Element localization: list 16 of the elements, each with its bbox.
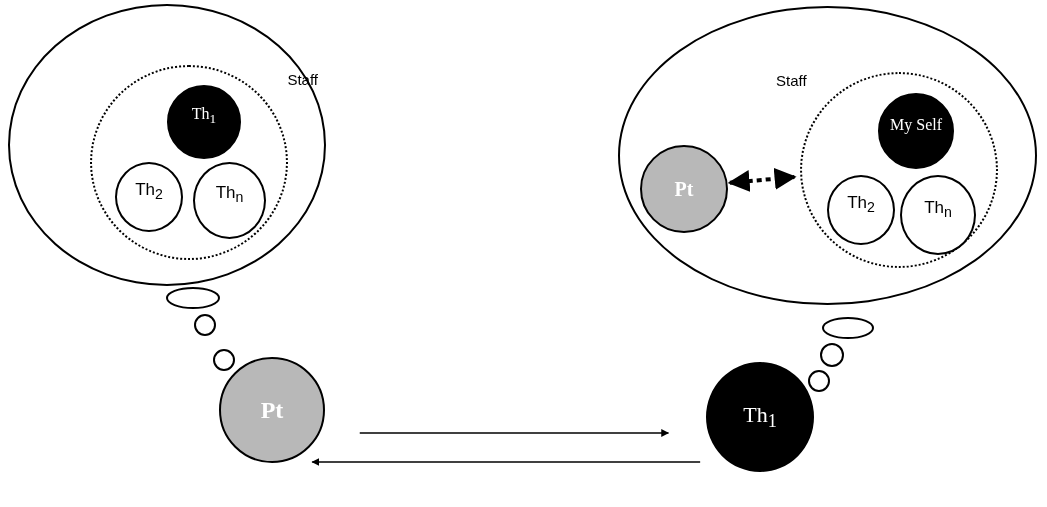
node-label: Th$_{1}$ [743, 401, 777, 433]
node-label: Th$_{1}$ [191, 104, 217, 128]
node-label: Th$_{2}$ [847, 192, 875, 216]
node-label: Pt [260, 396, 284, 424]
node-label: My Self [890, 116, 942, 134]
arrow [359, 429, 670, 437]
arrow [311, 458, 701, 466]
therapist-circle [193, 162, 266, 239]
thought-bubble [618, 6, 1037, 305]
node-label: Th$_{2}$ [135, 179, 163, 203]
node-label: Th$_{n}$ [215, 183, 244, 206]
arrow [727, 167, 797, 192]
group-label: Staff [776, 72, 807, 89]
node-label: Th$_{n}$ [924, 197, 952, 221]
node-label: Pt [674, 177, 694, 201]
thought-bubble [8, 4, 326, 286]
